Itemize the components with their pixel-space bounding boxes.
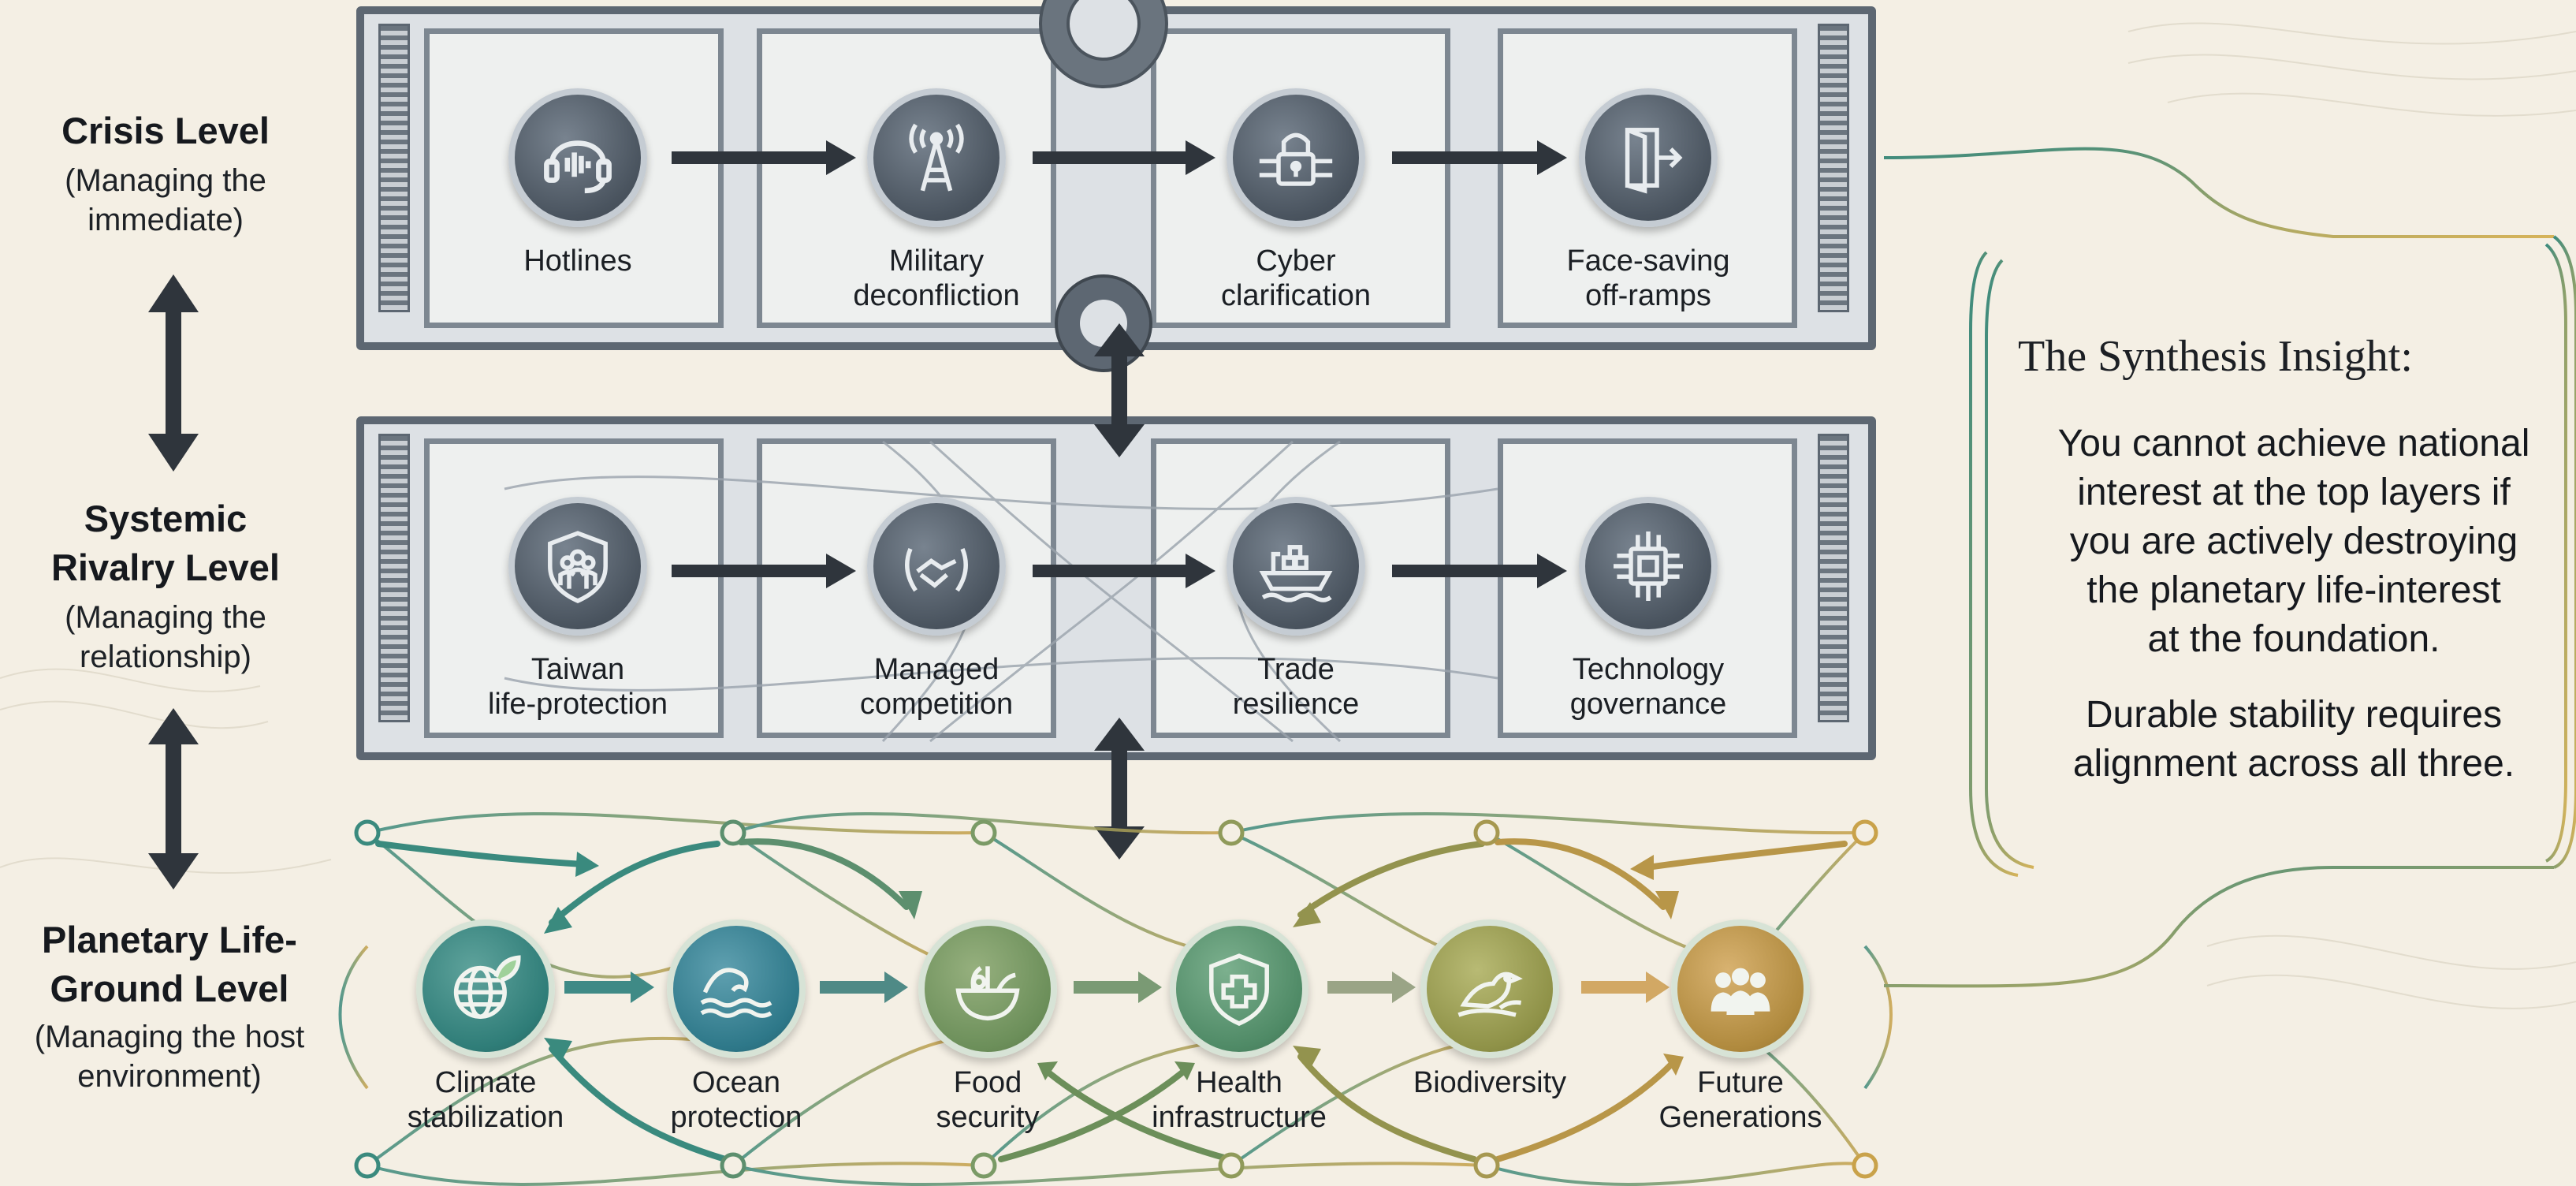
planetary-label-biodiversity-l1: Biodiversity — [1413, 1066, 1567, 1099]
center-double-arrow-bottom — [1094, 718, 1145, 860]
crisis-node-hotlines[interactable] — [508, 88, 647, 227]
rivalry-label-trade-l2: resilience — [1232, 688, 1360, 721]
padlock-circuit-icon — [1259, 132, 1333, 186]
crisis-level-subtitle: (Managing the immediate) — [65, 163, 266, 237]
microchip-icon — [1614, 531, 1683, 601]
crisis-node-face-saving-off-ramps[interactable] — [1579, 88, 1718, 227]
rivalry-level-title-line1: Systemic — [84, 498, 248, 539]
planetary-label-health-l1: Health — [1196, 1066, 1282, 1099]
rivalry-label-technology-l1: Technology — [1572, 653, 1725, 686]
planetary-label-climate-l1: Climate — [434, 1066, 537, 1099]
planetary-level-title-line2: Ground Level — [50, 968, 289, 1009]
insight-body-line-3: you are actively destroying — [2069, 520, 2518, 562]
planetary-label-ocean-l1: Ocean — [692, 1066, 780, 1099]
crisis-arrows — [672, 140, 1567, 175]
crisis-node-military-deconfliction[interactable] — [867, 88, 1006, 227]
planetary-node-climate-stabilization[interactable] — [416, 919, 555, 1058]
planetary-label-food-l2: security — [936, 1101, 1040, 1134]
people-group-icon — [1711, 968, 1770, 1015]
rivalry-label-taiwan-l2: life-protection — [487, 688, 668, 721]
insight-body-line-1: You cannot achieve national — [2057, 423, 2530, 464]
crisis-label-cyber-l2: clarification — [1220, 279, 1372, 312]
rivalry-label-managed-l2: competition — [859, 688, 1014, 721]
gear-icon — [1039, 0, 1168, 88]
rivalry-label-taiwan-l1: Taiwan — [530, 653, 625, 686]
rivalry-node-taiwan-life-protection[interactable] — [508, 497, 647, 636]
shield-people-icon — [548, 531, 608, 604]
planetary-label-ocean-l2: protection — [670, 1101, 802, 1134]
rivalry-node-technology-governance[interactable] — [1579, 497, 1718, 636]
insight-body-line-2: interest at the top layers if — [2077, 472, 2511, 513]
left-double-arrow-bottom — [148, 708, 199, 890]
planetary-node-ocean-protection[interactable] — [667, 919, 806, 1058]
crisis-panel-rail-left — [378, 24, 410, 312]
planetary-label-future-l1: Future — [1697, 1066, 1784, 1099]
planetary-node-health-infrastructure[interactable] — [1170, 919, 1308, 1058]
planetary-label-climate-l2: stabilization — [407, 1101, 564, 1134]
crisis-label-face-saving-l1: Face-saving — [1566, 244, 1730, 278]
crisis-panel-rail-right — [1818, 24, 1849, 312]
globe-leaf-icon — [453, 955, 521, 1019]
crisis-label-cyber-l1: Cyber — [1256, 244, 1336, 278]
headset-icon — [544, 140, 612, 194]
insight-body-line-5: at the foundation. — [2147, 618, 2440, 660]
crisis-label-military-l2: deconfliction — [853, 279, 1020, 312]
crisis-label-hotlines: Hotlines — [523, 244, 632, 278]
bird-icon — [1457, 972, 1523, 1017]
crisis-label-military-l1: Military — [888, 244, 985, 278]
wave-icon — [700, 968, 772, 1018]
insight-closing-line-1: Durable stability requires — [2085, 694, 2503, 736]
rivalry-node-managed-competition[interactable] — [867, 497, 1006, 636]
planetary-level-subtitle: (Managing the host environment) — [34, 1020, 305, 1094]
planetary-level-title-line1: Planetary Life- — [42, 919, 297, 960]
medical-shield-icon — [1209, 953, 1269, 1027]
left-double-arrow-top — [148, 274, 199, 472]
rivalry-label-technology-l2: governance — [1569, 688, 1727, 721]
rivalry-arrows — [672, 554, 1567, 588]
insight-body-line-4: the planetary life-interest — [2086, 569, 2501, 611]
food-bowl-icon — [955, 966, 1020, 1021]
rivalry-level-subtitle: (Managing the relationship) — [65, 600, 266, 674]
rivalry-node-trade-resilience[interactable] — [1227, 497, 1365, 636]
planetary-label-food-l1: Food — [953, 1066, 1022, 1099]
radio-tower-icon — [909, 123, 964, 192]
rivalry-label-managed-l1: Managed — [873, 653, 1000, 686]
center-double-arrow-top — [1094, 323, 1145, 457]
crisis-label-face-saving-l2: off-ramps — [1585, 279, 1711, 312]
rivalry-level-title-line2: Rivalry Level — [50, 546, 280, 588]
planetary-node-future-generations[interactable] — [1671, 919, 1810, 1058]
planetary-label-health-l2: infrastructure — [1152, 1101, 1327, 1134]
insight-title: The Synthesis Insight: — [2018, 332, 2413, 381]
planetary-node-biodiversity[interactable] — [1420, 919, 1559, 1058]
planetary-label-future-l2: Generations — [1658, 1101, 1822, 1134]
crisis-level-title: Crisis Level — [61, 110, 270, 151]
crisis-node-cyber-clarification[interactable] — [1227, 88, 1365, 227]
rivalry-panel-rail-left — [378, 434, 410, 722]
planetary-node-food-security[interactable] — [918, 919, 1057, 1058]
cargo-ship-icon — [1259, 545, 1333, 602]
door-exit-icon — [1625, 128, 1683, 194]
rivalry-label-trade-l1: Trade — [1257, 653, 1335, 686]
handshake-laurel-icon — [905, 547, 968, 592]
rivalry-panel-rail-right — [1818, 434, 1849, 722]
insight-closing-line-2: alignment across all three. — [2072, 743, 2515, 785]
